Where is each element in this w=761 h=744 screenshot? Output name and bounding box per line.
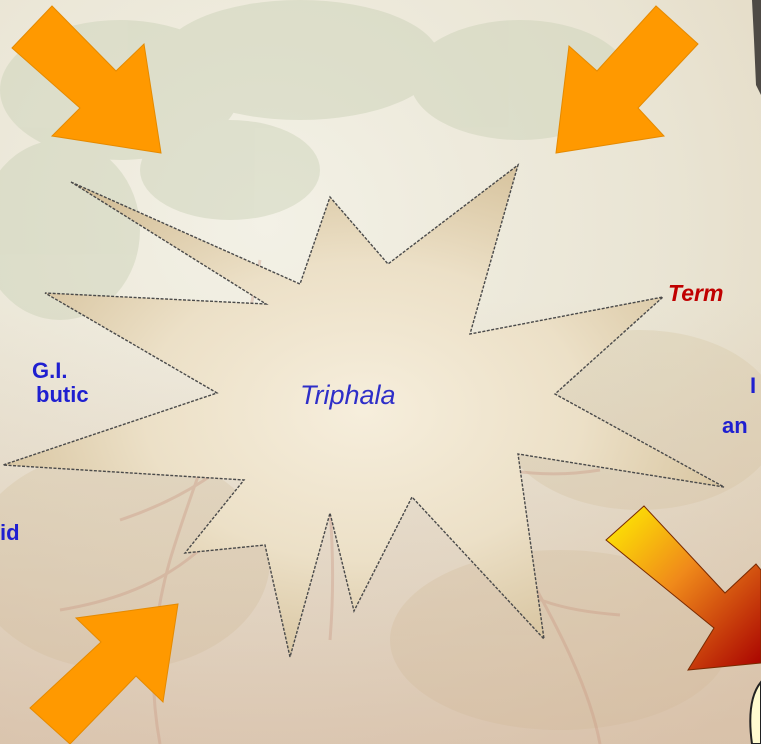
arrow-top-left <box>12 6 161 153</box>
arrow-bottom-left <box>30 604 178 744</box>
arrow-bottom-right <box>606 506 761 670</box>
left-text-line-3: id <box>0 522 20 544</box>
right-text-line-2: I <box>750 375 756 397</box>
triphala-starburst <box>3 165 724 657</box>
left-text-line-2: butic <box>36 384 89 406</box>
right-text-line-1: Term <box>668 282 723 305</box>
left-text-line-1: G.I. <box>32 360 67 382</box>
right-text-line-3: an <box>722 415 748 437</box>
arrow-top-right <box>556 6 698 153</box>
triphala-label: Triphala <box>300 380 396 411</box>
